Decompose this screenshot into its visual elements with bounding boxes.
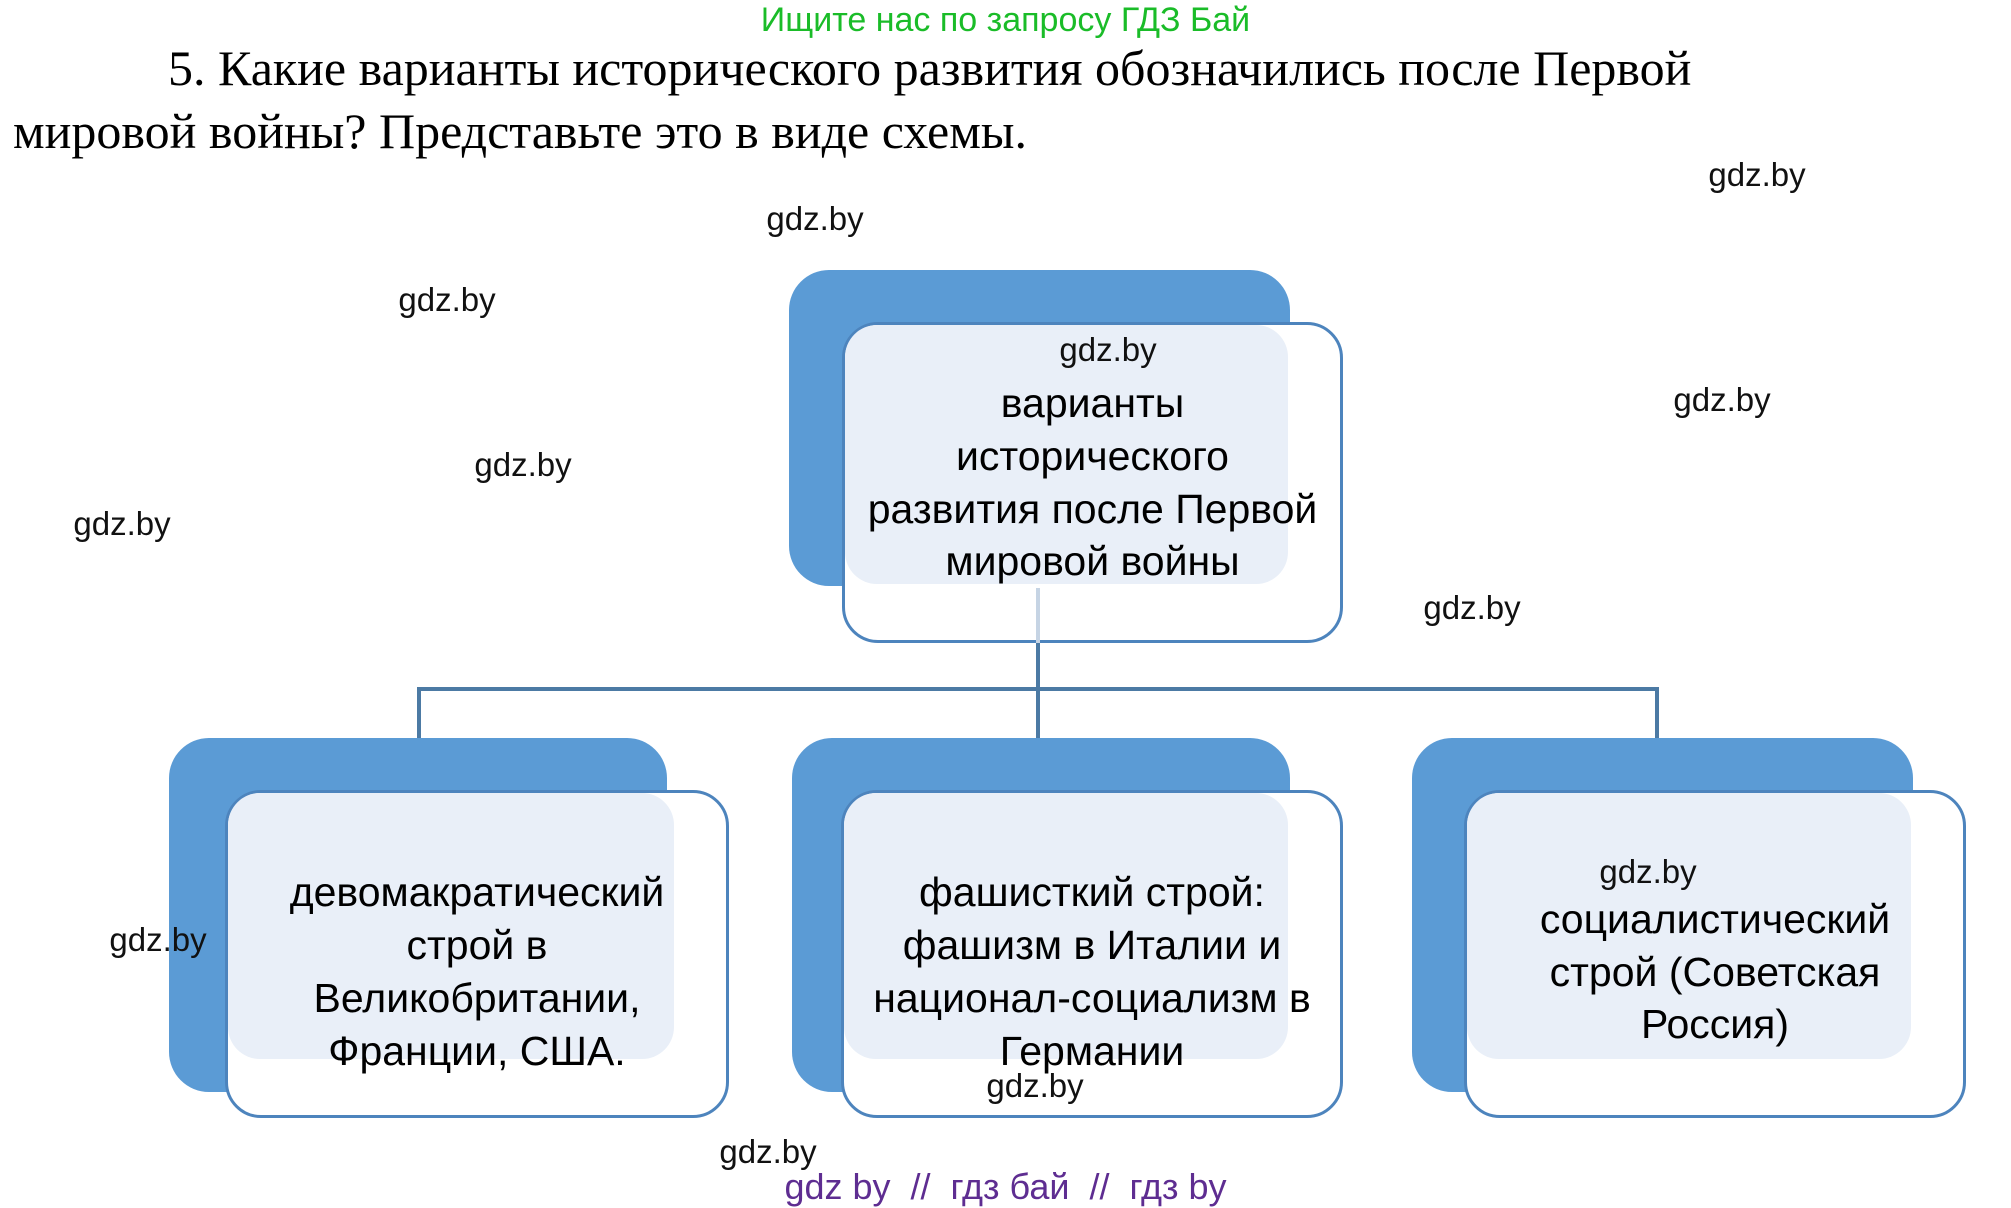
watermark: gdz.by [73,505,171,542]
search-hint-banner: Ищите нас по запросу ГДЗ Бай [760,1,1251,39]
connector-root-down [1036,641,1040,689]
root-node-fill [845,325,1288,584]
socialist-node-fill [1467,793,1911,1059]
fascist-node-label: фашисткий строй: фашизм в Италии и нацио… [873,869,1311,1074]
question-title-line1: 5. Какие варианты исторического развития… [168,40,1692,96]
socialist-node: социалистический строй (Советская Россия… [1464,790,1966,1118]
root-node: варианты исторического развития после Пе… [842,322,1343,643]
footer-keywords: gdz by // гдз бай // гдз by [784,1166,1227,1207]
connector-right-down [1655,687,1659,739]
democratic-node: девомакратический строй в Великобритании… [225,790,729,1118]
watermark: gdz.by [1708,156,1806,193]
watermark: gdz.by [1599,853,1697,890]
watermark: gdz.by [1673,381,1771,418]
watermark: gdz.by [719,1133,817,1170]
democratic-node-label: девомакратический строй в Великобритании… [289,869,665,1074]
watermark: gdz.by [766,200,864,237]
watermark: gdz.by [474,446,572,483]
connector-root-inner [1036,588,1040,643]
connector-left-down [417,687,421,739]
watermark: gdz.by [398,281,496,318]
fascist-node-fill [844,793,1288,1059]
fascist-node: фашисткий строй: фашизм в Италии и нацио… [841,790,1343,1118]
democratic-node-fill [228,793,674,1059]
question-title-line2: мировой войны? Представьте это в виде сх… [13,103,1027,159]
watermark: gdz.by [1059,331,1157,368]
watermark: gdz.by [1423,589,1521,626]
socialist-node-label: социалистический строй (Советская Россия… [1539,895,1891,1048]
root-node-label: варианты исторического развития после Пе… [867,379,1318,585]
watermark: gdz.by [986,1067,1084,1104]
connector-middle-down [1036,687,1040,739]
watermark: gdz.by [109,921,207,958]
